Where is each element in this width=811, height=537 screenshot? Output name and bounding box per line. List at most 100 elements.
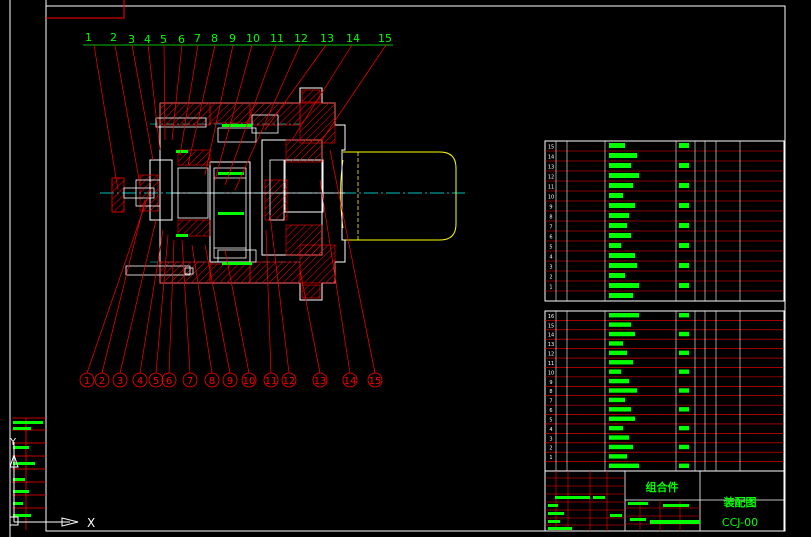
- bom-name-cell: [609, 369, 621, 374]
- bom-row-number: 9: [549, 205, 552, 211]
- top-label-10: 10: [246, 32, 260, 45]
- bom-name-cell: [609, 263, 637, 268]
- bom-row-number: 3: [549, 265, 552, 271]
- bom-material-cell: [679, 313, 689, 318]
- top-label-8: 8: [211, 32, 218, 45]
- title-block[interactable]: 组合件 装配图 CCJ-00: [544, 470, 785, 532]
- bom-row-number: 11: [548, 185, 554, 191]
- ucs-x-label: X: [87, 516, 95, 530]
- bom-name-cell: [609, 173, 639, 178]
- bom-row-number: 9: [549, 380, 552, 386]
- bom-row-number: 12: [548, 352, 554, 358]
- top-part-labels: 1 2 3 4 5 6 7 8 9 10 11 12 13 14 15: [83, 31, 393, 46]
- drawing-number: CCJ-00: [722, 516, 758, 529]
- bom-name-cell: [609, 273, 625, 278]
- bom-material-cell: [679, 463, 689, 468]
- bottom-label-12: 12: [283, 376, 296, 387]
- bom-name-cell: [609, 425, 623, 431]
- bottom-label-6: 6: [166, 376, 172, 387]
- bom-name-cell: [609, 444, 633, 450]
- bom-row-number: 11: [548, 361, 554, 367]
- bom-material-cell: [679, 163, 689, 168]
- top-label-9: 9: [229, 32, 236, 45]
- top-label-3: 3: [128, 33, 135, 46]
- bom-row-number: 6: [549, 408, 552, 414]
- bottom-label-10: 10: [243, 376, 256, 387]
- bom-row-number: 7: [549, 225, 552, 231]
- bom-name-cell: [609, 233, 631, 238]
- leader-lines: [86, 44, 387, 374]
- bom-row-number: 14: [548, 333, 554, 339]
- bottom-part-balloons: 1 2 3 4 5 6 7 8 9 10 11 12 13 14 15: [79, 372, 383, 388]
- bom-name-cell: [609, 350, 627, 356]
- bom-name-cell: [609, 283, 639, 288]
- bom-name-cell: [609, 322, 631, 327]
- bom-name-cell: [609, 435, 629, 440]
- bom-row-number: 10: [548, 370, 554, 376]
- bom-name-cell: [609, 360, 633, 365]
- bom-material-cell: [679, 407, 689, 412]
- bottom-label-15: 15: [369, 376, 382, 387]
- bom-material-cell: [679, 425, 689, 431]
- bottom-label-14: 14: [344, 376, 357, 387]
- bom-material-cell: [679, 331, 689, 337]
- bom-material-cell: [679, 243, 689, 248]
- bom-name-cell: [609, 163, 631, 168]
- bom-name-cell: [609, 293, 633, 298]
- bom-name-cell: [609, 454, 627, 459]
- handwheel[interactable]: [111, 177, 161, 213]
- bom-row-number: 2: [549, 446, 552, 452]
- bom-material-cell: [679, 223, 689, 228]
- bom-row-number: 1: [549, 455, 552, 461]
- bom-name-cell: [609, 193, 623, 198]
- bom-row-number: 12: [548, 175, 554, 181]
- bom-material-cell: [679, 143, 689, 148]
- bom-name-cell: [609, 143, 625, 148]
- bom-row-number: 15: [548, 145, 554, 151]
- bom-name-cell: [609, 407, 631, 412]
- bom-row-number: 13: [548, 165, 554, 171]
- side-stamp: [12, 417, 46, 530]
- bom-name-cell: [609, 378, 629, 384]
- bom-name-cell: [609, 153, 637, 158]
- bom-row-number: 7: [549, 399, 552, 405]
- gear-fill: [176, 124, 252, 265]
- top-label-15: 15: [378, 32, 392, 45]
- bottom-label-2: 2: [99, 376, 105, 387]
- bom-name-cell: [609, 397, 625, 403]
- bottom-label-1: 1: [84, 376, 90, 387]
- bottom-label-9: 9: [227, 376, 233, 387]
- bottom-label-4: 4: [137, 376, 143, 387]
- bom-material-cell: [679, 263, 689, 268]
- bom-row-number: 14: [548, 155, 554, 161]
- bom-row-number: 8: [549, 389, 552, 395]
- bom-name-cell: [609, 388, 637, 393]
- bom-name-cell: [609, 243, 621, 248]
- top-label-2: 2: [110, 31, 117, 44]
- top-label-7: 7: [194, 32, 201, 45]
- bom-name-cell: [609, 313, 639, 318]
- bottom-label-5: 5: [153, 376, 159, 387]
- bom-name-cell: [609, 253, 635, 258]
- bom-material-cell: [679, 203, 689, 208]
- bom-row-number: 2: [549, 275, 552, 281]
- drawing-name: 装配图: [723, 495, 757, 509]
- bom-row-number: 10: [548, 195, 554, 201]
- bom-row-number: 5: [549, 417, 552, 423]
- bom-row-number: 6: [549, 235, 552, 241]
- bom-row-number: 13: [548, 342, 554, 348]
- drawing-frame: [9, 0, 786, 537]
- top-label-5: 5: [160, 33, 167, 46]
- top-label-4: 4: [144, 33, 151, 46]
- ucs-y-label: Y: [9, 437, 17, 448]
- bottom-label-13: 13: [314, 376, 327, 387]
- bom-name-cell: [609, 341, 623, 346]
- bolts: [125, 117, 207, 276]
- assembly-section-view[interactable]: [100, 87, 465, 301]
- bom-row-number: 5: [549, 245, 552, 251]
- bom-name-cell: [609, 416, 635, 421]
- bom-row-number: 4: [549, 427, 552, 433]
